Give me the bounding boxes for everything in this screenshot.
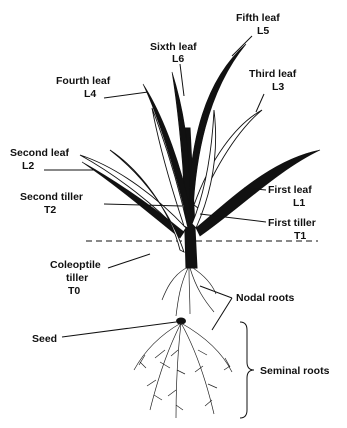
label-seed: Seed <box>32 333 57 345</box>
label-fifth-leaf: Fifth leaf <box>236 12 280 24</box>
label-first-tiller: First tiller <box>268 217 316 229</box>
leaf-fifth <box>188 44 246 212</box>
label-fourth-leaf: Fourth leaf <box>56 75 111 87</box>
label-t1: T1 <box>294 230 306 242</box>
label-nodal-roots: Nodal roots <box>236 292 294 304</box>
seminal-roots <box>134 323 232 418</box>
label-l2: L2 <box>22 160 34 172</box>
nodal-roots <box>162 268 216 316</box>
label-t0: T0 <box>68 285 80 297</box>
label-coleoptile-tiller-2: tiller <box>66 272 88 284</box>
label-seminal-roots: Seminal roots <box>260 365 330 377</box>
label-l1: L1 <box>293 197 305 209</box>
label-coleoptile-tiller-1: Coleoptile <box>50 259 101 271</box>
label-third-leaf: Third leaf <box>249 68 297 80</box>
label-sixth-leaf: Sixth leaf <box>150 41 197 53</box>
label-first-leaf: First leaf <box>268 184 312 196</box>
label-second-tiller: Second tiller <box>20 191 83 203</box>
label-l6: L6 <box>172 53 184 65</box>
seminal-roots-bracket <box>240 322 254 418</box>
label-l5: L5 <box>257 25 269 37</box>
label-second-leaf: Second leaf <box>10 147 69 159</box>
label-t2: T2 <box>44 204 56 216</box>
label-l3: L3 <box>272 81 284 93</box>
label-l4: L4 <box>84 88 96 100</box>
